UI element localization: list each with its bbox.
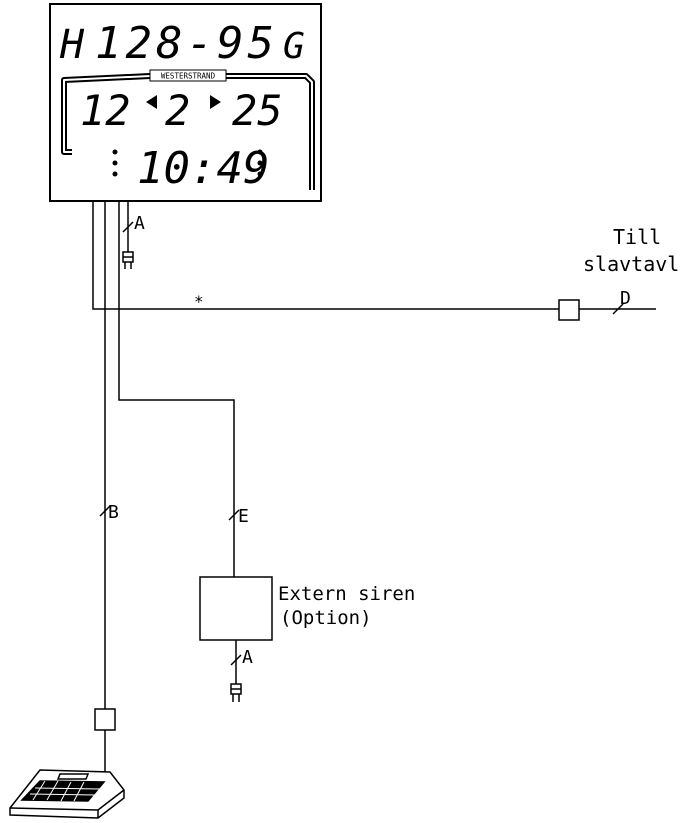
period-display: 2 bbox=[165, 86, 190, 135]
game-clock: 10:49 bbox=[137, 143, 269, 194]
dots-right-icon bbox=[257, 149, 263, 177]
slave-board-label-line2: slavtavla bbox=[583, 252, 680, 276]
cable-d-label: D bbox=[620, 288, 631, 309]
siren-box bbox=[199, 576, 273, 641]
scoreboard: H 128-95 G WESTERSTRAND 12 2 25 10:49 bbox=[49, 3, 322, 202]
tick-d bbox=[612, 303, 624, 315]
power-plug-icon bbox=[122, 251, 134, 269]
cable-d-line bbox=[92, 201, 559, 310]
brand-plate bbox=[149, 69, 227, 82]
cable-e-line bbox=[118, 201, 235, 577]
connector-d bbox=[558, 299, 580, 321]
dots-left-icon bbox=[112, 149, 118, 177]
brand-label: WESTERSTRAND bbox=[161, 72, 216, 81]
siren-label-line1: Extern siren bbox=[278, 583, 415, 605]
cable-a-bottom-label: A bbox=[242, 647, 253, 668]
home-fouls: 12 bbox=[80, 86, 131, 135]
power-plug-icon bbox=[230, 683, 242, 702]
cable-b-label: B bbox=[108, 502, 119, 523]
siren-label-line2: (Option) bbox=[280, 607, 372, 629]
cable-a-label: A bbox=[134, 213, 145, 234]
cable-e-label: E bbox=[238, 506, 249, 527]
cables bbox=[92, 201, 656, 782]
asterisk-label: * bbox=[194, 292, 204, 311]
tick-e bbox=[228, 509, 240, 521]
cable-ticks bbox=[99, 221, 624, 666]
keypad-icon bbox=[9, 769, 125, 819]
connector-b bbox=[94, 708, 116, 731]
tick-b bbox=[99, 505, 111, 517]
slave-board-label-line1: Till bbox=[613, 225, 661, 249]
home-label: H bbox=[59, 22, 85, 68]
guest-fouls: 25 bbox=[232, 86, 283, 135]
arrow-left-icon bbox=[146, 95, 157, 109]
arrow-right-icon bbox=[210, 95, 221, 109]
guest-label: G bbox=[283, 26, 305, 67]
scoreboard-frame bbox=[49, 3, 322, 202]
score-display: 128-95 bbox=[95, 18, 278, 69]
tick-a-bottom bbox=[230, 654, 242, 666]
tick-a-top bbox=[122, 221, 134, 233]
display-bracket-inner bbox=[63, 75, 313, 190]
